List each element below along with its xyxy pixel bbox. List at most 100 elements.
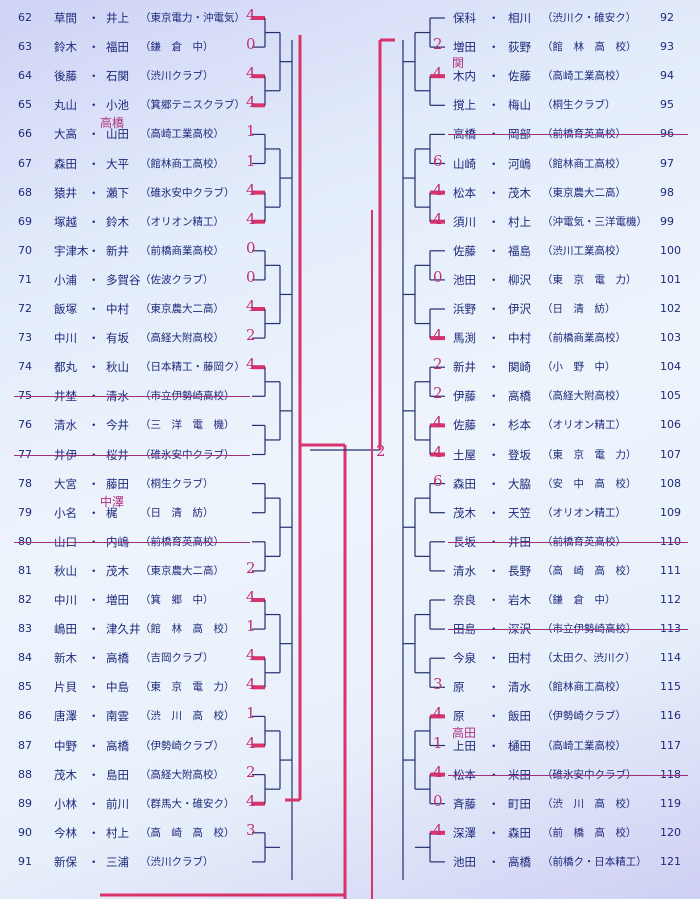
player-1: 原: [453, 680, 465, 695]
entry-score: 4: [246, 297, 256, 315]
separator-dot: ・: [88, 738, 100, 753]
separator-dot: ・: [88, 418, 100, 433]
entry-number: 94: [660, 69, 674, 83]
player-1: 池田: [453, 272, 476, 287]
club-name: （館 林 高 校）: [140, 623, 235, 636]
player-1: 土屋: [453, 447, 476, 462]
separator-dot: ・: [488, 389, 500, 404]
player-1: 深澤: [453, 825, 476, 840]
separator-dot: ・: [88, 825, 100, 840]
player-2: 今井: [106, 418, 129, 433]
club-name: （高経大附高校）: [542, 390, 626, 403]
entry-score: 3: [433, 675, 443, 694]
player-1: 新木: [54, 651, 77, 666]
player-1: 斉藤: [453, 796, 476, 811]
separator-dot: ・: [88, 11, 100, 25]
handwritten-correction: 高田: [452, 725, 477, 740]
club-name: （東京農大二高）: [140, 564, 224, 577]
player-1: 鈴木: [54, 40, 77, 55]
entry-number: 72: [18, 302, 32, 315]
player-2: 新井: [106, 243, 129, 258]
entry-number: 99: [660, 214, 674, 228]
player-1: 小林: [54, 796, 77, 811]
separator-dot: ・: [488, 98, 500, 113]
player-1: 中川: [54, 331, 77, 346]
entry-number: 85: [18, 680, 32, 694]
player-2: 関崎: [508, 360, 531, 375]
handwritten-correction: 関: [452, 56, 465, 71]
player-2: 多賀谷: [106, 272, 141, 287]
club-name: （碓氷安中クラブ）: [542, 768, 637, 781]
player-2: 町田: [508, 796, 531, 811]
entry-number: 64: [18, 69, 32, 83]
player-1: 奈良: [453, 593, 476, 607]
separator-dot: ・: [488, 40, 500, 55]
entry-score: 4: [246, 791, 256, 810]
entry-number: 108: [660, 476, 681, 490]
entry-number: 84: [18, 651, 32, 665]
player-1: 小名: [54, 505, 77, 520]
entry-row: 森田・大脇（安 中 高 校）108: [448, 474, 688, 494]
entry-score: 4: [246, 675, 256, 694]
player-2: 高橋: [508, 389, 531, 404]
player-1: 片貝: [54, 680, 77, 695]
entry-score: 4: [246, 6, 256, 24]
separator-dot: ・: [88, 360, 100, 375]
club-name: （三 洋 電 機）: [140, 419, 235, 432]
entry-number: 65: [18, 98, 32, 112]
player-1: 増田: [453, 40, 476, 55]
entry-score: 6: [433, 471, 443, 490]
club-name: （日本精工・藤岡ク）: [140, 361, 245, 374]
entry-number: 92: [660, 11, 674, 24]
entry-score: 1: [246, 704, 256, 723]
player-1: 新井: [453, 360, 476, 375]
player-2: 中村: [508, 331, 531, 346]
entry-number: 116: [660, 709, 681, 723]
entry-score: 4: [433, 326, 443, 345]
player-2: 長野: [508, 563, 531, 578]
separator-dot: ・: [88, 156, 100, 171]
player-2: 村上: [106, 825, 129, 840]
entry-score: 0: [246, 267, 256, 286]
entry-row: 清水・長野（高 崎 高 校）111: [448, 561, 688, 581]
separator-dot: ・: [88, 243, 100, 258]
player-1: 池田: [453, 854, 476, 869]
club-name: （前橋育英高校）: [542, 535, 626, 548]
entry-number: 63: [18, 40, 32, 54]
player-1: 今林: [54, 825, 77, 840]
player-2: 茂木: [106, 563, 129, 578]
separator-dot: ・: [488, 563, 500, 578]
entry-number: 80: [18, 534, 32, 548]
entry-score: 4: [246, 209, 256, 228]
separator-dot: ・: [88, 534, 100, 549]
player-1: 塚越: [54, 214, 77, 229]
entry-row: 撹上・梅山（桐生クラブ）95: [448, 95, 688, 115]
player-1: 後藤: [54, 69, 77, 84]
player-1: 飯塚: [54, 302, 77, 316]
player-1: 上田: [453, 738, 476, 753]
separator-dot: ・: [88, 476, 100, 491]
separator-dot: ・: [488, 622, 500, 637]
entry-score: 4: [246, 64, 256, 83]
club-name: （群馬大・碓安ク）: [140, 797, 235, 810]
player-1: 清水: [453, 563, 476, 578]
entry-score: 4: [433, 180, 443, 199]
separator-dot: ・: [88, 505, 100, 520]
player-2: 清水: [508, 680, 531, 695]
separator-dot: ・: [88, 302, 100, 316]
entry-number: 119: [660, 796, 681, 810]
player-1: 唐澤: [54, 709, 77, 724]
club-name: （高崎工業高校）: [542, 70, 626, 83]
player-1: 井伊: [54, 447, 77, 462]
club-name: （オリオン精工）: [542, 419, 626, 432]
player-2: 南雲: [106, 709, 129, 724]
entry-row: 保科・相川（渋川ク・碓安ク）92: [448, 8, 688, 28]
